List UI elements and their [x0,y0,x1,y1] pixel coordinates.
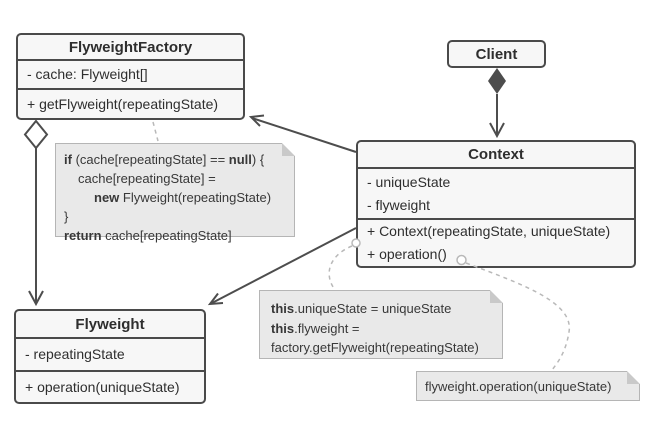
code-line: cache[repeatingState] = [78,171,216,186]
attributes-section: - cache: Flyweight[] [18,59,243,88]
class-title: Flyweight [75,315,145,333]
attribute-row: - repeatingState [25,346,125,362]
method-row: + getFlyweight(repeatingState) [27,95,219,112]
class-flyweight: Flyweight - repeatingState + operation(u… [14,309,206,404]
class-client: Client [447,40,546,68]
code-line: if (cache[repeatingState] == null) { [64,152,265,167]
aggregation-diamond-icon [23,119,49,150]
code-line: factory.getFlyweight(repeatingState) [271,340,479,355]
attribute-row: - cache: Flyweight[] [27,66,148,82]
class-flyweightfactory: FlyweightFactory - cache: Flyweight[] + … [16,33,245,120]
attribute-row: - flyweight [367,196,431,213]
code-line: flyweight.operation(uniqueState) [425,378,612,394]
code-line: return cache[repeatingState] [64,228,232,243]
method-row: + operation(uniqueState) [25,378,180,395]
context-note-dashed-curve [328,245,353,291]
methods-section: + operation(uniqueState) [16,370,204,402]
class-context: Context - uniqueState - flyweight + Cont… [356,140,636,268]
method-row: + operation() [367,246,447,262]
code-line: this.uniqueState = uniqueState [271,301,452,316]
class-title: Context [468,146,524,163]
code-line: new Flyweight(repeatingState) [94,190,272,205]
composition-diamond-icon [488,68,506,94]
note-context-code: this.uniqueState = uniqueState this.flyw… [259,290,503,359]
attribute-row: - uniqueState [367,173,451,190]
attributes-section: - uniqueState - flyweight [358,167,634,218]
methods-section: + Context(repeatingState, uniqueState) +… [358,218,634,266]
note-factory-code: if (cache[repeatingState] == null) { cac… [55,143,295,243]
attributes-section: - repeatingState [16,337,204,370]
class-title: Client [475,45,518,63]
methods-section: + getFlyweight(repeatingState) [18,88,243,118]
note-operation-code: flyweight.operation(uniqueState) [416,371,640,401]
arrowhead-icon [28,290,44,307]
factory-note-dashed-line [152,121,159,142]
code-line: this.flyweight = [271,320,360,336]
code-line: } [64,209,69,224]
class-title: FlyweightFactory [68,38,193,56]
arrowhead-icon [489,122,505,139]
arrowhead-icon [248,114,265,127]
method-row: + Context(repeatingState, uniqueState) [367,223,611,239]
arrowhead-icon [207,292,224,306]
